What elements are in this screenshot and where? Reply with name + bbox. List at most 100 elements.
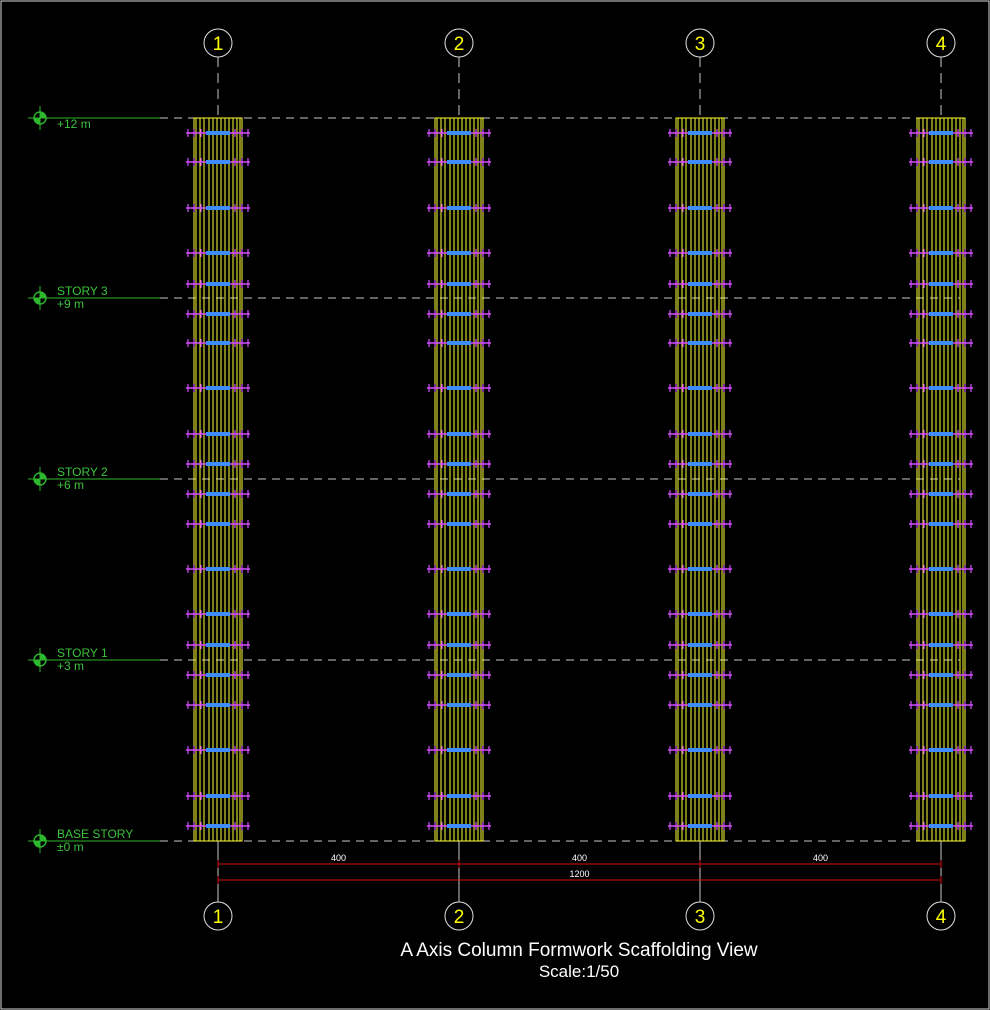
scaffold-tie [688, 824, 712, 828]
scaffold-tie [206, 492, 230, 496]
scaffold-column-4 [909, 117, 973, 842]
scaffold-tie [929, 567, 953, 571]
dimension-span-label: 400 [572, 853, 587, 863]
scaffold-tie [929, 282, 953, 286]
scaffold-tie [929, 643, 953, 647]
scaffold-tie [688, 206, 712, 210]
scaffold-tie [929, 673, 953, 677]
axis-label-bottom: 4 [936, 907, 947, 928]
level-name: STORY 1 [57, 646, 108, 660]
scaffold-tie [929, 432, 953, 436]
scaffold-tie [688, 673, 712, 677]
scaffold-tie [447, 386, 471, 390]
axis-label-bottom: 2 [454, 907, 465, 928]
level-elevation: +6 m [57, 478, 84, 492]
scaffold-tie [206, 748, 230, 752]
level-elevation: +3 m [57, 659, 84, 673]
level-elevation: ±0 m [57, 840, 84, 854]
level-marker-3 [33, 648, 47, 672]
scaffold-tie [929, 748, 953, 752]
dimension-total-label: 1200 [569, 869, 589, 879]
scaffold-column-3 [668, 117, 732, 842]
scaffold-tie [447, 612, 471, 616]
scaffold-tie [688, 567, 712, 571]
scaffold-tie [206, 206, 230, 210]
scaffold-tie [206, 160, 230, 164]
scaffold-tie [688, 131, 712, 135]
scaffold-tie [447, 341, 471, 345]
scaffold-tie [688, 312, 712, 316]
scaffold-tie [447, 748, 471, 752]
scaffold-tie [929, 251, 953, 255]
scaffold-tie [688, 492, 712, 496]
scaffold-tie [688, 643, 712, 647]
scaffold-tie [206, 567, 230, 571]
scaffold-tie [447, 462, 471, 466]
dimension-span-label: 400 [813, 853, 828, 863]
scaffold-tie [688, 341, 712, 345]
scaffold-columns [186, 117, 973, 842]
scaffold-tie [447, 492, 471, 496]
scaffold-tie [447, 703, 471, 707]
scaffold-tie [929, 341, 953, 345]
scaffold-tie [447, 522, 471, 526]
scaffold-tie [688, 794, 712, 798]
axis-bubble-bottom [685, 901, 715, 931]
scaffold-tie [688, 748, 712, 752]
dimension-span-label: 400 [331, 853, 346, 863]
level-name: STORY 2 [57, 465, 108, 479]
axis-bubble-bottom [203, 901, 233, 931]
scaffold-tie [688, 432, 712, 436]
scaffold-tie [447, 251, 471, 255]
scaffold-tie [447, 206, 471, 210]
scaffold-tie [688, 462, 712, 466]
scaffold-tie [206, 432, 230, 436]
scaffold-tie [929, 522, 953, 526]
scaffold-tie [447, 673, 471, 677]
scaffold-tie [206, 312, 230, 316]
axis-bubble-bottom [926, 901, 956, 931]
scaffold-tie [206, 462, 230, 466]
scaffold-tie [929, 386, 953, 390]
scaffold-tie [447, 432, 471, 436]
level-marker-2 [33, 467, 47, 491]
scaffold-tie [929, 794, 953, 798]
axis-bubble-top [444, 28, 474, 58]
scaffold-tie [206, 131, 230, 135]
axis-label-bottom: 3 [695, 907, 706, 928]
scaffold-tie [688, 703, 712, 707]
scaffold-tie [206, 251, 230, 255]
axis-bubble-top [926, 28, 956, 58]
axis-label-bottom: 1 [213, 907, 224, 928]
scaffold-tie [688, 160, 712, 164]
scaffold-tie [929, 462, 953, 466]
scaffold-tie [929, 160, 953, 164]
scaffold-tie [206, 341, 230, 345]
scaffold-tie [929, 206, 953, 210]
level-marker-1 [33, 286, 47, 310]
level-elevation: +12 m [57, 117, 91, 131]
scaffold-tie [447, 282, 471, 286]
title-block: A Axis Column Formwork Scaffolding View … [0, 940, 990, 982]
scaffold-tie [206, 386, 230, 390]
scaffold-tie [929, 312, 953, 316]
level-marker-4 [33, 829, 47, 853]
axis-bubble-bottom [444, 901, 474, 931]
scaffold-tie [447, 643, 471, 647]
scaffold-tie [688, 251, 712, 255]
drawing-title: A Axis Column Formwork Scaffolding View [400, 940, 758, 961]
scaffold-tie [206, 643, 230, 647]
scaffold-tie [206, 794, 230, 798]
scaffold-tie [929, 612, 953, 616]
drawing-scale: Scale:1/50 [538, 962, 620, 981]
axis-bubble-top [203, 28, 233, 58]
scaffold-tie [447, 312, 471, 316]
scaffold-tie [206, 824, 230, 828]
axis-label-top: 2 [454, 34, 465, 55]
scaffold-tie [929, 703, 953, 707]
